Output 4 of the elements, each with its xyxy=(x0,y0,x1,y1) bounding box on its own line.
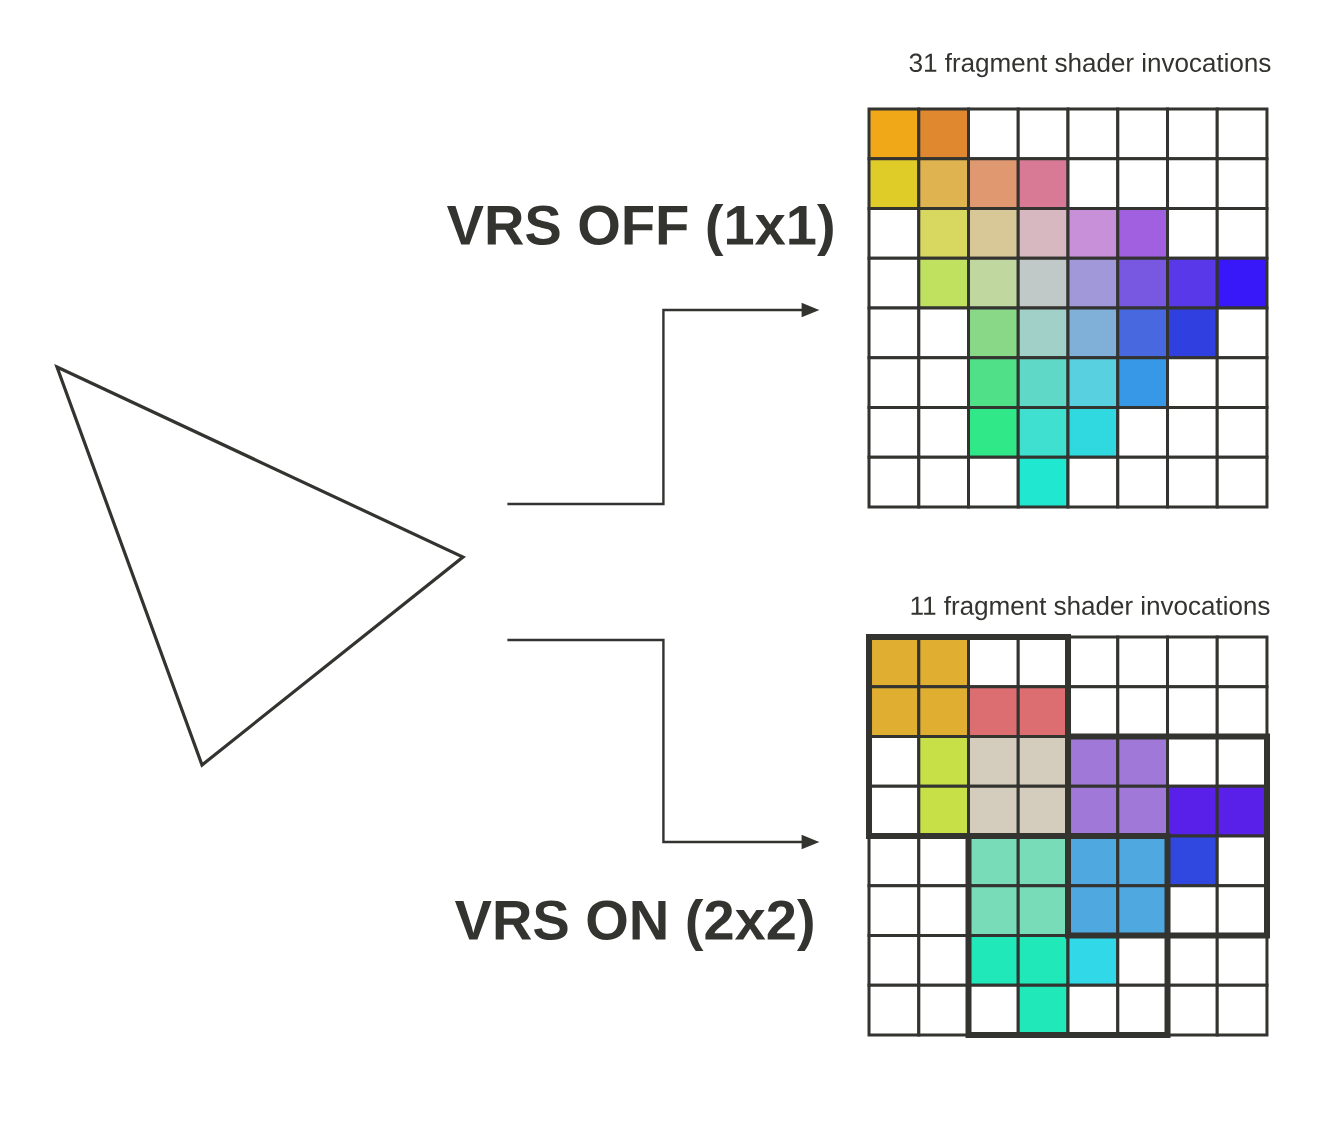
mode-label: VRS ON (2x2) xyxy=(455,898,813,952)
grid-heading: 11 fragment shader invocations xyxy=(911,595,1270,621)
grid-heading: 31 fragment shader invocations xyxy=(909,52,1271,78)
mode-label: VRS OFF (1x1) xyxy=(447,203,833,257)
